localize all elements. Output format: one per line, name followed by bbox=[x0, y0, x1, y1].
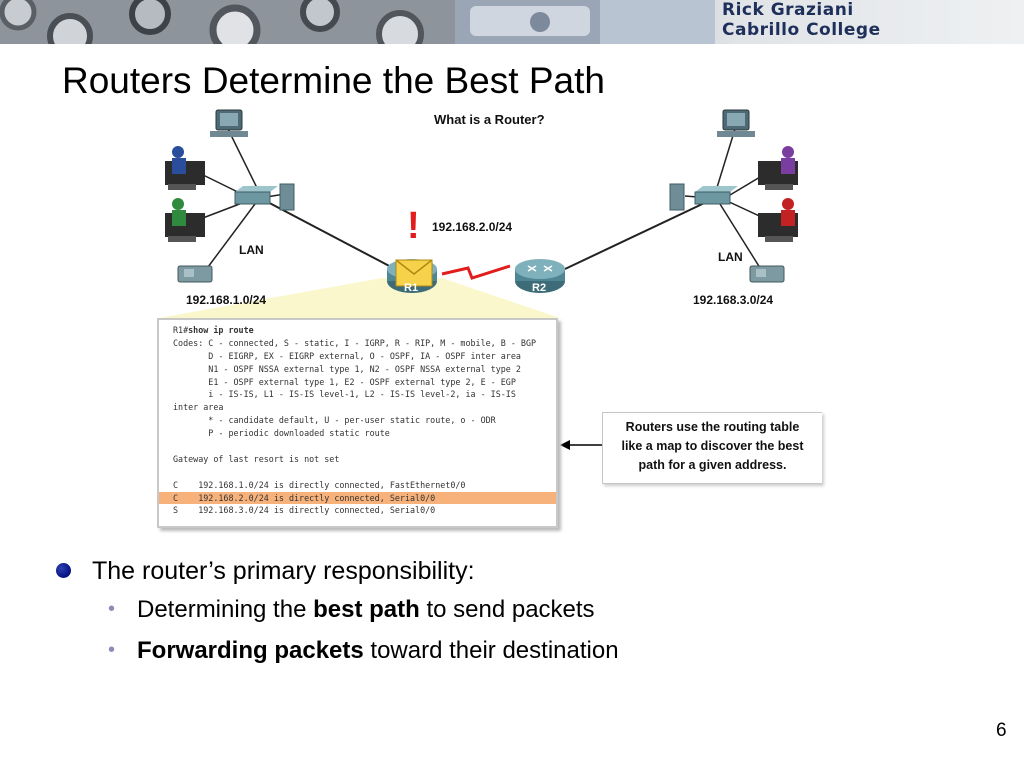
envelope-icon bbox=[395, 259, 433, 287]
bullet-sub-2-bold: Forwarding packets bbox=[137, 637, 364, 664]
callout-line: path for a given address. bbox=[638, 458, 787, 472]
sub-bullet-dot-icon: • bbox=[108, 639, 116, 661]
slide-title: Routers Determine the Best Path bbox=[62, 60, 605, 101]
alert-icon: ! bbox=[407, 205, 420, 247]
link-lan3-r2 bbox=[564, 197, 716, 270]
user-workstation-left-2 bbox=[165, 198, 205, 242]
routing-table-terminal: R1#show ip route Codes: C - connected, S… bbox=[157, 318, 558, 528]
phone-left bbox=[177, 265, 213, 283]
terminal-line: P - periodic downloaded static route bbox=[173, 428, 390, 439]
router-r2 bbox=[515, 259, 565, 293]
page-number: 6 bbox=[996, 720, 1007, 741]
bullet-main-text: The router’s primary responsibility: bbox=[92, 557, 475, 585]
bullet-dot-icon bbox=[56, 563, 71, 578]
phone-right bbox=[749, 265, 785, 283]
network-label-right: 192.168.3.0/24 bbox=[693, 293, 774, 307]
bullet-sub-1: • Determining the best path to send pack… bbox=[52, 589, 952, 630]
bullet-sub-2: • Forwarding packets toward their destin… bbox=[52, 630, 952, 671]
terminal-line: N1 - OSPF NSSA external type 1, N2 - OSP… bbox=[173, 363, 521, 374]
callout-line: Routers use the routing table bbox=[625, 420, 800, 434]
router-diagram: What is a Router? ! 192.168.2.0/24 LAN L… bbox=[150, 106, 830, 536]
terminal-line: E1 - OSPF external type 1, E2 - OSPF ext… bbox=[173, 376, 516, 387]
sub-bullet-dot-icon: • bbox=[108, 598, 116, 620]
college-name: Cabrillo College bbox=[722, 20, 881, 40]
terminal-command-line: R1#show ip route bbox=[159, 324, 556, 337]
routing-table-callout: Routers use the routing table like a map… bbox=[602, 412, 822, 484]
terminal-line: D - EIGRP, EX - EIGRP external, O - OSPF… bbox=[173, 350, 521, 361]
author-block: Rick Graziani Cabrillo College bbox=[722, 0, 1022, 40]
bullet-main: The router’s primary responsibility: bbox=[52, 553, 952, 589]
lan-label-left: LAN bbox=[239, 243, 264, 257]
route-entry-highlighted: C 192.168.2.0/24 is directly connected, … bbox=[159, 491, 556, 505]
switch-right bbox=[694, 186, 738, 205]
terminal-line bbox=[159, 466, 556, 479]
user-workstation-right-2 bbox=[758, 198, 798, 242]
bullet-sub-1-bold: best path bbox=[313, 596, 420, 623]
author-name: Rick Graziani bbox=[722, 0, 854, 20]
pc-right-top bbox=[717, 109, 755, 137]
server-right bbox=[669, 183, 685, 211]
route-entry: C 192.168.1.0/24 is directly connected, … bbox=[173, 479, 466, 490]
network-label-left: 192.168.1.0/24 bbox=[186, 293, 267, 307]
terminal-prompt: R1# bbox=[173, 325, 189, 335]
lan-label-right: LAN bbox=[718, 250, 743, 264]
terminal-command: show ip route bbox=[188, 325, 254, 335]
terminal-line: Gateway of last resort is not set bbox=[173, 453, 340, 464]
zoom-highlight bbox=[159, 278, 560, 318]
pc-left-top bbox=[210, 109, 248, 137]
switch-left bbox=[234, 186, 278, 205]
route-entry: S 192.168.3.0/24 is directly connected, … bbox=[173, 505, 436, 516]
bullet-list: The router’s primary responsibility: • D… bbox=[52, 553, 952, 671]
user-workstation-right-1 bbox=[758, 146, 798, 190]
server-left bbox=[279, 183, 295, 211]
bullet-sub-1-after: to send packets bbox=[419, 596, 595, 623]
terminal-line: * - candidate default, U - per-user stat… bbox=[173, 415, 496, 426]
terminal-line: i - IS-IS, L1 - IS-IS level-1, L2 - IS-I… bbox=[173, 389, 516, 400]
bullet-sub-2-after: toward their destination bbox=[363, 637, 619, 664]
terminal-line: inter area bbox=[173, 402, 224, 413]
serial-link bbox=[441, 264, 511, 280]
terminal-line: Codes: C - connected, S - static, I - IG… bbox=[173, 337, 537, 348]
callout-line: like a map to discover the best bbox=[621, 439, 804, 453]
terminal-line bbox=[159, 440, 556, 453]
figure-caption: What is a Router? bbox=[434, 112, 545, 127]
banner-photo bbox=[0, 0, 715, 44]
router-label-r1: R1 bbox=[404, 282, 419, 294]
user-workstation-left-1 bbox=[165, 146, 205, 190]
header-banner: Rick Graziani Cabrillo College bbox=[0, 0, 1024, 44]
network-drawing bbox=[159, 109, 798, 450]
bullet-sub-1-before: Determining the bbox=[137, 596, 314, 623]
network-label-r1-r2: 192.168.2.0/24 bbox=[432, 220, 513, 234]
router-label-r2: R2 bbox=[532, 282, 547, 294]
callout-arrow bbox=[560, 440, 602, 450]
